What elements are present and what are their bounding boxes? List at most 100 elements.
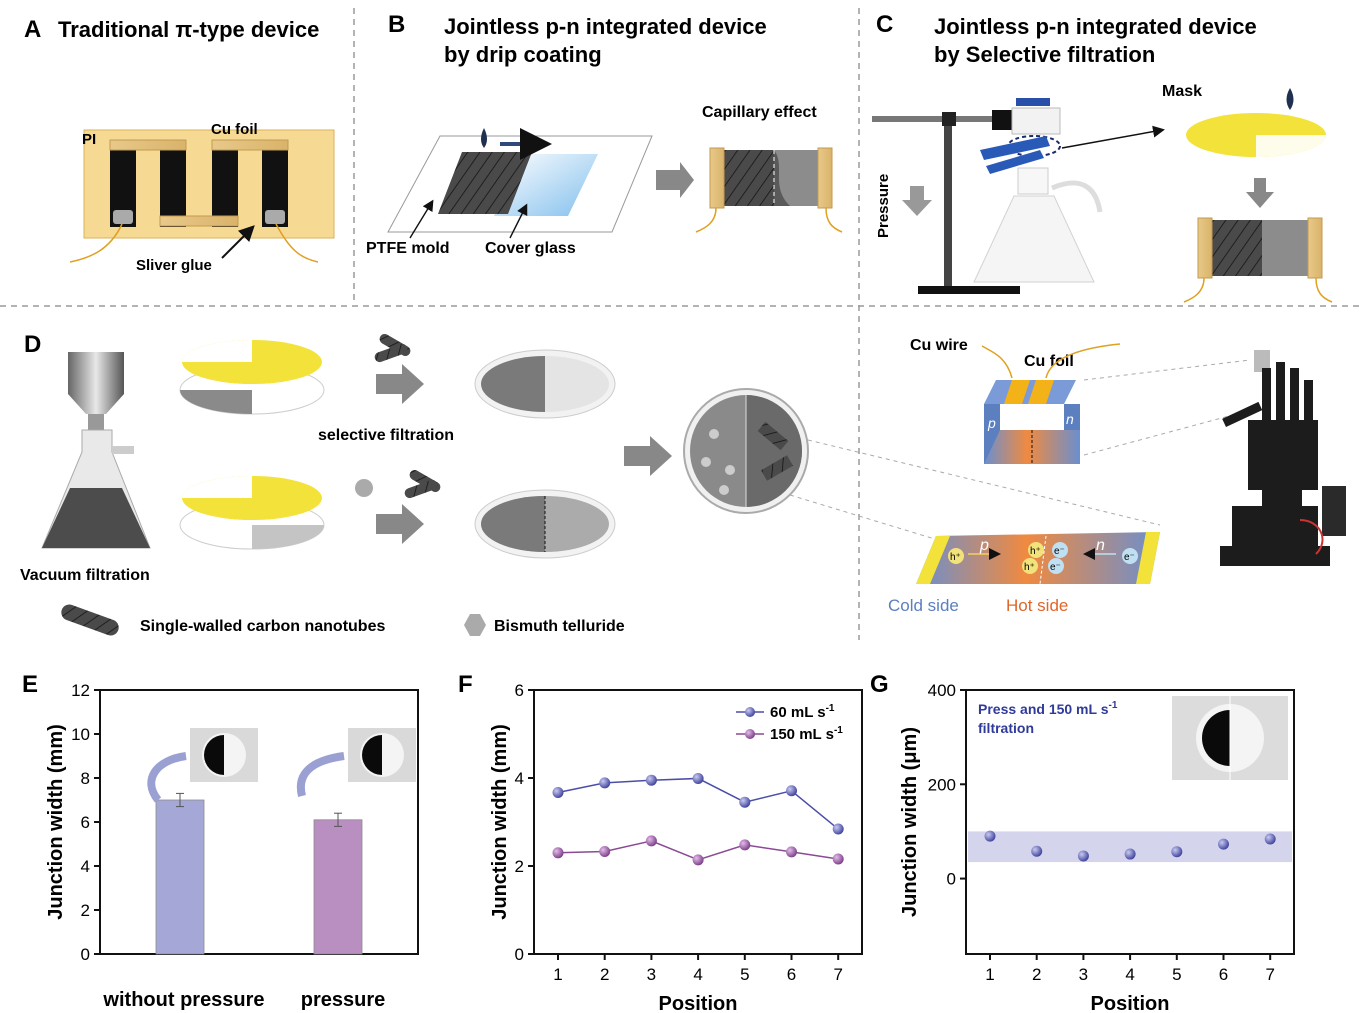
label-pi: PI [82,131,96,148]
mask-pointer [1061,125,1165,149]
chart-g-ytick-label-2: 400 [928,681,956,700]
hole-2: h⁺ [1030,546,1041,557]
chart-f-xlabel: Position [659,993,738,1013]
panel-b-title-2: by drip coating [444,42,602,67]
glass-pointer [509,203,528,239]
process-arrow-d1 [376,364,424,404]
chart-f-legend: 60 mL s-1 150 mL s-1 [736,703,843,743]
chart-e-cat-0: without pressure [102,989,264,1011]
chart-g-inset-photo [1172,696,1288,780]
label-swcnt: Single-walled carbon nanotubes [140,618,385,635]
chart-f-ytick-label-1: 2 [515,857,524,876]
chart-f-xtick-label-5: 6 [787,965,796,984]
label-cu-foil-d: Cu foil [1024,353,1074,370]
mask-stack-bottom [179,476,325,550]
chart-f-point-0-1 [599,777,611,789]
chart-f-xtick-label-4: 5 [740,965,749,984]
cnt-icon-top [374,334,411,363]
chart-f-ytick-label-3: 6 [515,681,524,700]
legend-marker-60 [745,707,755,717]
filtered-film-bottom [474,489,616,559]
panel-f-letter: F [458,671,473,698]
chart-f-point-1-3 [692,854,704,866]
label-capillary: Capillary effect [702,104,817,121]
label-cu-foil-a: Cu foil [211,121,258,138]
drop-icon [481,128,487,148]
chart-e-inset-photos [147,728,416,803]
legend-bite: Bismuth telluride [464,614,625,636]
chart-g-ylabel: Junction width (μm) [899,727,921,917]
panel-dividers [0,8,1364,640]
chart-f-point-0-4 [739,796,751,808]
cu-wire-right [1045,343,1121,379]
ptfe-pointer [409,199,434,239]
chart-g-point-2 [1077,850,1089,862]
selective-device [1183,217,1333,303]
chart-f-point-1-6 [832,853,844,865]
chart-e-ytick-label-5: 10 [71,725,90,744]
cu-wire-left [981,345,1013,379]
process-arrow-d3 [624,436,672,476]
process-arrow-c [1246,178,1274,208]
chart-e-ytick-label-3: 6 [81,813,90,832]
chart-g-point-1 [1031,845,1043,857]
chart-f-point-0-2 [645,774,657,786]
chart-e-ytick-label-2: 4 [81,857,90,876]
label-ptfe: PTFE mold [366,240,450,257]
device-p-label: p [987,415,996,431]
glue-arrow [221,225,255,259]
panel-b-title-1: Jointless p-n integrated device [444,14,767,39]
electron-3: e⁻ [1124,552,1135,563]
chart-e-bar-1 [313,819,363,955]
filtered-film-top [474,349,616,419]
panel-c-title-2: by Selective filtration [934,42,1155,67]
panel-c-title-1: Jointless p-n integrated device [934,14,1257,39]
pn-strip: h⁺ h⁺ h⁺ e⁻ e⁻ e⁻ p n [916,532,1160,585]
chart-e-ytick-label-4: 8 [81,769,90,788]
chart-g-point-3 [1124,848,1136,860]
chart-f-point-1-5 [786,846,797,858]
chart-f-series [552,772,844,866]
robot-guide-1 [1083,359,1251,381]
label-cu-wire: Cu wire [910,337,968,354]
label-hot: Hot side [1006,596,1068,615]
chart-g-point-0 [984,830,996,842]
panel-a-letter: A [24,16,41,43]
label-mask: Mask [1162,83,1202,100]
chart-f-point-1-1 [599,845,611,857]
hole-1: h⁺ [950,552,961,563]
chart-g-xtick-label-5: 6 [1219,965,1228,984]
device-n-label: n [1066,411,1074,427]
chart-e-ytick-label-0: 0 [81,945,90,964]
panel-c-letter: C [876,11,893,38]
pressure-arrow [902,186,932,216]
panel-a: A Traditional π-type device PI Cu foil S… [24,16,335,274]
chart-g-xtick-label-6: 7 [1265,965,1274,984]
electron-2: e⁻ [1050,562,1061,573]
strip-p-label: p [979,537,989,554]
chart-g-point-5 [1218,838,1229,850]
folded-device: p n [984,380,1080,464]
bite-particle-icon [355,479,373,497]
chart-f-ytick-label-0: 0 [515,945,524,964]
chart-e-ylabel: Junction width (mm) [45,724,67,920]
capillary-device [695,147,843,233]
label-cover-glass: Cover glass [485,240,576,257]
panel-d: D Vacuum filtration [20,331,1346,636]
te-legs [110,145,288,227]
chart-f-line-0 [557,777,839,830]
electron-1: e⁻ [1054,546,1065,557]
chart-f-xtick-label-2: 3 [647,965,656,984]
robot-guide-2 [1083,411,1245,456]
label-vacuum: Vacuum filtration [20,567,150,584]
chart-g-xtick-label-3: 4 [1125,965,1134,984]
filtration-stand [872,98,1103,294]
cnt-film [438,152,532,214]
chart-f-point-1-2 [645,835,657,847]
chart-f-point-0-0 [552,787,564,799]
vacuum-flask [41,352,151,549]
